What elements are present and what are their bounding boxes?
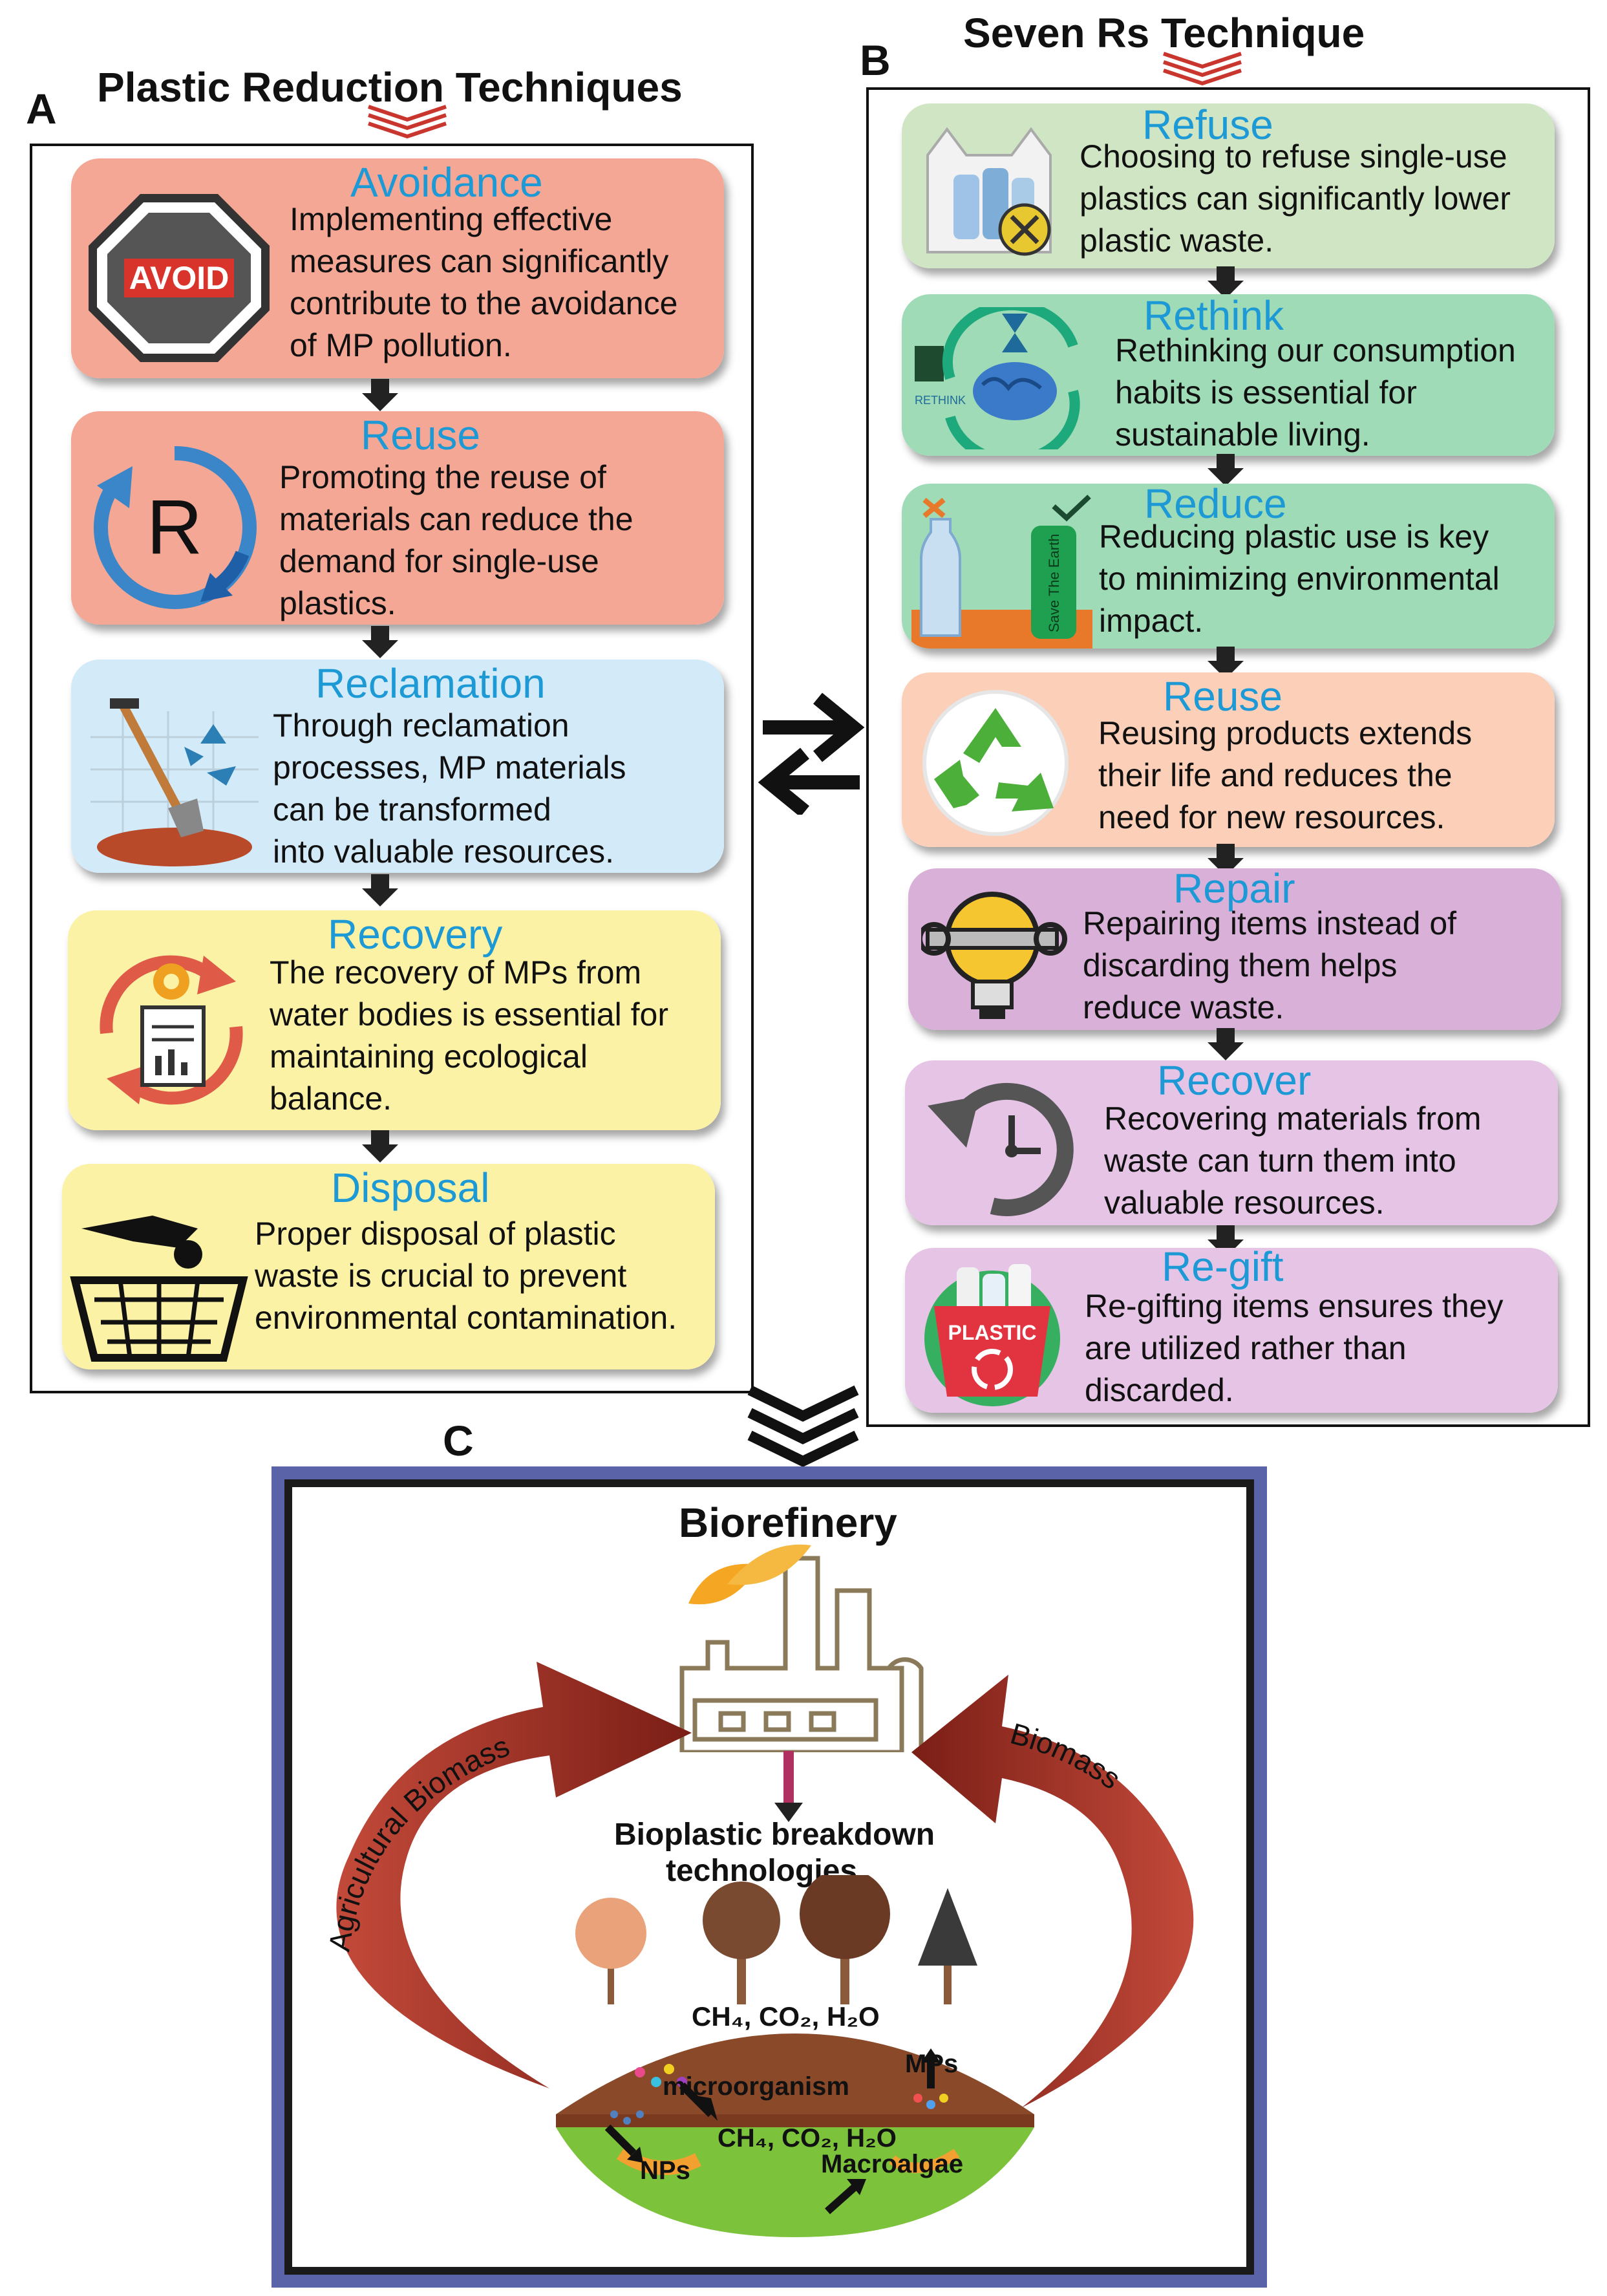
svg-text:PLASTIC: PLASTIC [948, 1321, 1037, 1344]
card-text: The recovery of MPs from water bodies is… [270, 954, 668, 1117]
breakdown-line1: Bioplastic breakdown [614, 1818, 935, 1852]
card-title: Disposal [331, 1164, 490, 1211]
card-text: Rethinking our consumption habits is ess… [1115, 332, 1516, 453]
down-arrow-icon [1208, 647, 1244, 679]
plastic-bin-icon: PLASTIC [924, 1264, 1060, 1406]
card-disposal: Disposal Proper disposal of plastic wast… [62, 1164, 715, 1369]
card-text: Re-gifting items ensures they are utiliz… [1085, 1288, 1504, 1408]
panel-a-frame [30, 144, 754, 1393]
down-arrow-icon [362, 379, 398, 411]
plastic-bag-icon [926, 127, 1052, 256]
card-text: Through reclamation processes, MP materi… [273, 707, 626, 870]
card-text: Proper disposal of plastic waste is cruc… [255, 1216, 677, 1336]
down-arrow-icon [362, 1130, 398, 1163]
svg-text:AVOID: AVOID [129, 260, 229, 296]
gas-top-label: CH₄, CO₂, H₂O [692, 2001, 880, 2032]
lightbulb-wrench-icon [921, 892, 1067, 1019]
gas-bottom-label: CH₄, CO₂, H₂O [718, 2124, 897, 2152]
recovery-cycle-icon [100, 955, 243, 1105]
down-arrow-icon [1208, 844, 1244, 876]
card-title: Reduce [1144, 484, 1287, 527]
down-arrow-icon [362, 874, 398, 907]
down-arrow-icon [1208, 1225, 1244, 1258]
card-text: Reducing plastic use is key to minimizin… [1099, 519, 1500, 639]
microorganism-label: microorganism [663, 2072, 849, 2101]
card-title: Reclamation [315, 660, 546, 707]
panel-c-letter: C [443, 1417, 474, 1465]
biomass-arrow: Biomass [911, 1675, 1194, 2108]
panel-b-letter: B [860, 36, 891, 84]
card-text: Choosing to refuse single-use plastics c… [1080, 138, 1511, 259]
svg-text:R: R [147, 484, 203, 570]
card-avoidance: Avoidance Implementing effective measure… [71, 158, 724, 378]
breakdown-arrow-icon [774, 1751, 803, 1822]
panel-a-title: Plastic Reduction Techniques [97, 64, 683, 111]
chevron-down-icon [747, 1385, 859, 1467]
card-reclamation: Reclamation Through reclamation processe… [71, 660, 724, 873]
panel-a-title-chevrons [368, 105, 447, 139]
disposal-basket-icon [70, 1216, 248, 1362]
svg-text:Save The Earth: Save The Earth [1046, 534, 1062, 632]
card-title: Rethink [1144, 294, 1284, 339]
panel-b-title: Seven Rs Technique [963, 10, 1365, 56]
rethink-brain-icon: RETHINK [915, 307, 1080, 449]
card-reduce: Reduce Reducing plastic use is key to mi… [902, 484, 1555, 649]
down-arrow-icon [362, 626, 398, 658]
card-title: Avoidance [350, 159, 543, 206]
down-arrow-icon [1208, 454, 1244, 486]
card-text: Implementing effective measures can sign… [290, 201, 678, 363]
card-reuse-a: Reuse Promoting the reuse of materials c… [71, 411, 724, 625]
exchange-arrows-icon [758, 692, 865, 815]
down-arrow-icon [1208, 1028, 1244, 1060]
clock-arrow-icon [928, 1082, 1074, 1216]
panel-a-letter: A [26, 85, 57, 133]
svg-text:RETHINK: RETHINK [915, 394, 966, 407]
ecosystem-soil-icon [556, 1875, 1034, 2237]
card-title: Refuse [1142, 103, 1273, 148]
card-title: Reuse [1163, 673, 1282, 720]
agricultural-biomass-arrow: Agricultural Biomass [322, 1662, 692, 2088]
biorefinery-factory-icon [679, 1544, 924, 1752]
card-regift: Re-gift Re-gifting items ensures they ar… [905, 1248, 1558, 1413]
card-title: Re-gift [1162, 1248, 1284, 1290]
card-reuse-b: Reuse Reusing products extends their lif… [902, 672, 1555, 847]
recycle-arrows-icon [922, 690, 1069, 836]
card-title: Recover [1157, 1060, 1312, 1104]
reuse-circle-icon: R [94, 445, 257, 609]
card-recover: Recover Recovering materials from waste … [905, 1060, 1558, 1225]
card-recovery: Recovery The recovery of MPs from water … [68, 910, 721, 1130]
card-text: Repairing items instead of discarding th… [1083, 905, 1457, 1025]
bottle-icon: Save The Earth [911, 495, 1092, 649]
macroalgae-label: Macroalgae [821, 2150, 964, 2178]
card-repair: Repair Repairing items instead of discar… [908, 868, 1561, 1030]
panel-b-frame [866, 87, 1590, 1427]
mps-label: MPs [905, 2050, 959, 2078]
card-title: Reuse [361, 412, 480, 458]
card-text: Reusing products extends their life and … [1098, 715, 1473, 835]
nps-label: NPs [640, 2156, 690, 2185]
card-refuse: Refuse Choosing to refuse single-use pla… [902, 103, 1555, 268]
card-title: Recovery [328, 911, 503, 958]
card-text: Promoting the reuse of materials can red… [279, 459, 633, 621]
biorefinery-title: Biorefinery [679, 1499, 897, 1546]
panel-b-title-chevrons [1163, 52, 1242, 86]
shovel-recycle-icon [90, 698, 259, 866]
card-title: Repair [1173, 868, 1295, 912]
down-arrow-icon [1208, 266, 1244, 299]
card-rethink: Rethink Rethinking our consumption habit… [902, 294, 1555, 456]
avoid-sign-icon: AVOID [89, 194, 270, 362]
card-text: Recovering materials from waste can turn… [1104, 1100, 1482, 1221]
